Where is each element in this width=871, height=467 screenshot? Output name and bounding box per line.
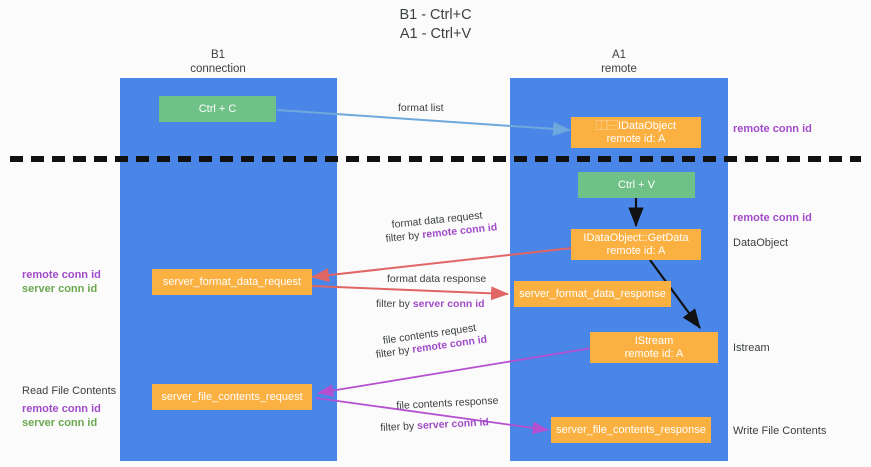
column-header-a1-role: remote	[601, 63, 637, 75]
edge-label-format-data-response: format data response	[387, 273, 487, 285]
box-ctrl-v[interactable]: Ctrl + V	[578, 172, 695, 198]
phase-divider-dashed-line	[10, 156, 861, 162]
annotation-left-read-file-contents: Read File Contents	[22, 385, 117, 397]
annotation-right-istream: Istream	[733, 342, 770, 354]
box-istream[interactable]: IStream remote id: A	[590, 332, 718, 363]
box-ctrl-c-label: Ctrl + C	[198, 102, 237, 115]
annotation-right-dataobject: DataObject	[733, 237, 789, 249]
annotation-left-remote-conn-id: remote conn id	[22, 269, 101, 281]
annotation-left-server-conn-id: server conn id	[22, 283, 98, 295]
edge-label-file-contents-response: file contents response	[396, 394, 499, 412]
annotation-right-write-file-contents: Write File Contents	[733, 425, 827, 437]
box-idataobject-title: ⿰⿱IDataObject	[595, 119, 677, 132]
box-idataobject-getdata-title: IDataObject::GetData	[583, 231, 689, 244]
box-idataobject-subtitle: remote id: A	[606, 132, 666, 145]
annotation-left-remote-conn-id-2: remote conn id	[22, 403, 101, 415]
title-line-1: B1 - Ctrl+C	[399, 7, 472, 23]
filter-prefix: filter by	[380, 420, 418, 434]
title-line-2: A1 - Ctrl+V	[399, 26, 472, 42]
edge-label-format-data-response-filter: filter by server conn id	[376, 297, 485, 311]
box-server-file-contents-request-label: server_file_contents_request	[161, 390, 303, 403]
annotation-right-remote-conn-id-mid: remote conn id	[733, 212, 812, 224]
box-server-format-data-response[interactable]: server_format_data_response	[514, 281, 671, 307]
box-ctrl-c[interactable]: Ctrl + C	[159, 96, 276, 122]
box-ctrl-v-label: Ctrl + V	[618, 178, 655, 191]
box-istream-title: IStream	[634, 334, 674, 347]
box-idataobject-getdata-subtitle: remote id: A	[606, 244, 666, 257]
edge-label-format-list: format list	[398, 102, 444, 114]
box-server-format-data-request[interactable]: server_format_data_request	[152, 269, 312, 295]
column-header-b1: B1 connection	[148, 48, 288, 76]
column-header-a1: A1 remote	[549, 48, 689, 76]
box-idataobject[interactable]: ⿰⿱IDataObject remote id: A	[571, 117, 701, 148]
filter-key-server-conn-id: server conn id	[416, 416, 490, 433]
column-header-b1-role: connection	[190, 63, 246, 75]
filter-prefix: filter by	[385, 229, 423, 245]
box-idataobject-getdata[interactable]: IDataObject::GetData remote id: A	[571, 229, 701, 260]
box-istream-subtitle: remote id: A	[624, 347, 684, 360]
box-server-file-contents-response[interactable]: server_file_contents_response	[551, 417, 711, 443]
filter-prefix: filter by	[376, 298, 413, 310]
box-server-format-data-response-label: server_format_data_response	[519, 287, 666, 300]
filter-prefix: filter by	[375, 343, 414, 361]
box-server-format-data-request-label: server_format_data_request	[162, 275, 302, 288]
annotation-right-remote-conn-id-top: remote conn id	[733, 123, 812, 135]
filter-key-server-conn-id: server conn id	[412, 298, 485, 310]
edge-label-file-contents-response-filter: filter by server conn id	[380, 415, 489, 435]
box-server-file-contents-request[interactable]: server_file_contents_request	[152, 384, 312, 410]
annotation-left-server-conn-id-2: server conn id	[22, 417, 98, 429]
column-header-a1-name: A1	[611, 49, 627, 61]
box-server-file-contents-response-label: server_file_contents_response	[556, 423, 706, 436]
page-title: B1 - Ctrl+C A1 - Ctrl+V	[0, 6, 871, 44]
column-header-b1-name: B1	[210, 49, 226, 61]
